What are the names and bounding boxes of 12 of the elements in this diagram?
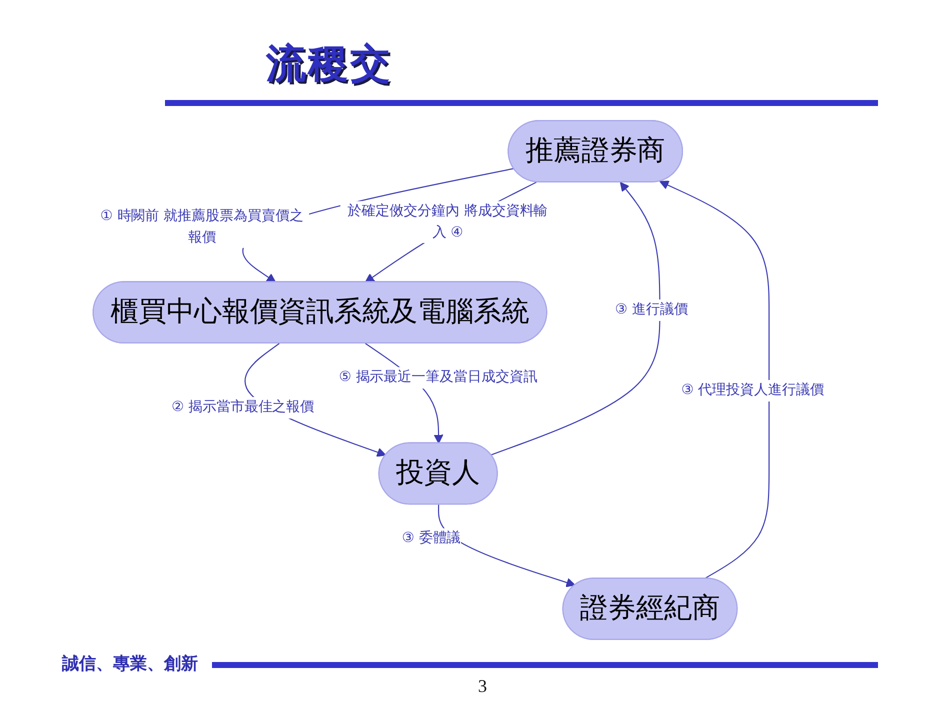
edge-label: ① 時闕前 就推薦股票為買賣價之報價: [100, 208, 304, 246]
title: 流稷交: [266, 40, 392, 89]
edge-label: ③ 代理投資人進行議價: [681, 382, 824, 398]
edge-label: ③ 委體議: [402, 530, 461, 546]
edge-label: ② 揭示當市最佳之報價: [171, 399, 314, 416]
slogan-text: 誠信、專業、創新: [62, 653, 198, 675]
arrow: [490, 182, 660, 456]
edge-label: ⑤ 揭示最近一筆及當日成交資訊: [338, 369, 538, 386]
edge-label: 於確定傚交分鐘內 將成交資料輸入 ④: [348, 203, 548, 240]
arrow: [659, 180, 770, 580]
edge-label: ③ 進行議價: [614, 302, 688, 318]
page-number: 3: [478, 676, 487, 697]
